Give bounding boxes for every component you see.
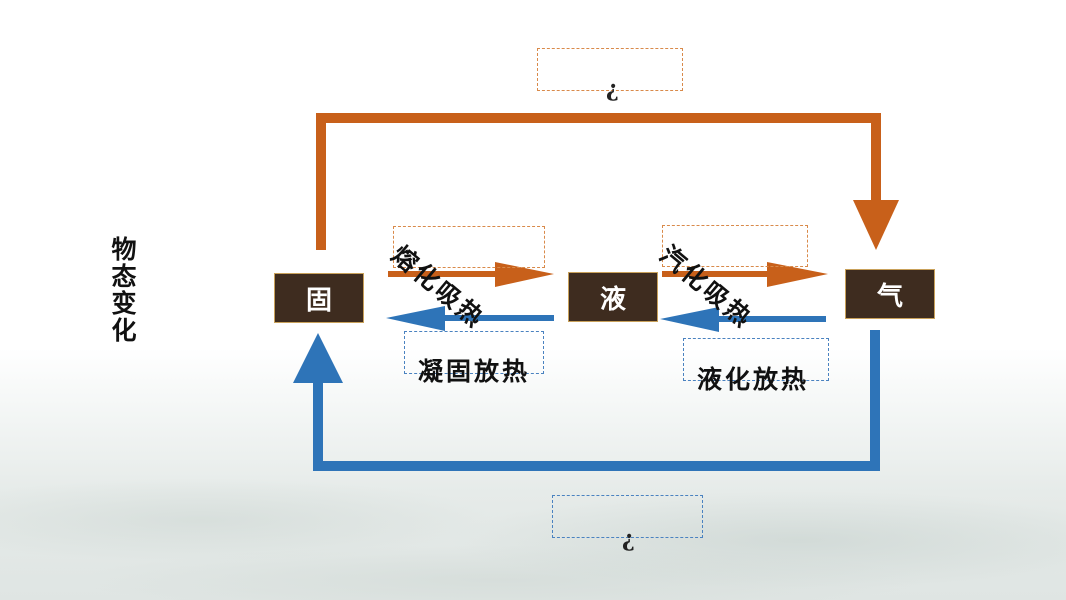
freezing-label-box <box>404 331 544 374</box>
vaporization-label-box <box>662 225 808 267</box>
sublimation-question-mark: ? <box>606 78 619 104</box>
freezing-arrow <box>386 306 554 331</box>
state-gas: 气 <box>845 269 935 319</box>
liquefaction-arrow <box>660 307 826 332</box>
deposition-answer-box <box>552 495 703 538</box>
liquefaction-label: 液化放热 <box>697 365 810 394</box>
vaporization-arrow <box>662 262 828 287</box>
sublimation-answer-box <box>537 48 683 91</box>
melting-label-box <box>393 226 545 268</box>
diagram-title: 物态变化 <box>108 236 137 344</box>
state-solid: 固 <box>274 273 364 323</box>
freezing-label: 凝固放热 <box>418 357 531 386</box>
liquefaction-label-box <box>683 338 829 381</box>
deposition-question-mark: ? <box>622 528 635 554</box>
melting-arrow <box>388 262 554 287</box>
deposition-arrow <box>293 330 880 471</box>
background-fog <box>0 380 1066 600</box>
state-liquid: 液 <box>568 272 658 322</box>
sublimation-arrow <box>316 113 899 250</box>
